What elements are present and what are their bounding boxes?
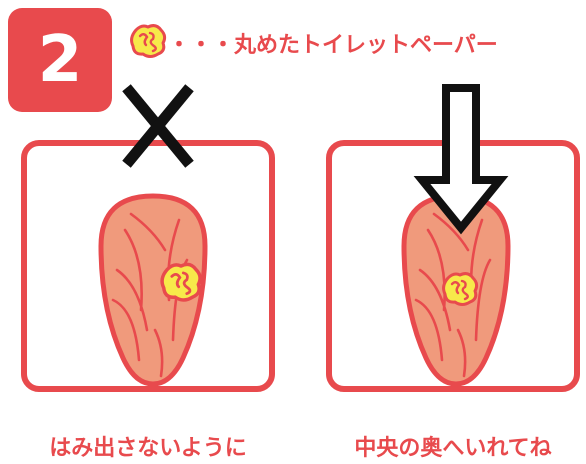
caption-right: 中央の奥へいれてね bbox=[318, 430, 586, 462]
step-badge: 2 bbox=[8, 8, 112, 112]
crumpled-paper-left bbox=[158, 258, 204, 304]
crumpled-paper-icon bbox=[128, 20, 168, 60]
legend-text: ・・・丸めたトイレットペーパー bbox=[168, 27, 498, 59]
cross-mark-icon bbox=[120, 84, 196, 168]
caption-left: はみ出さないように bbox=[13, 430, 283, 462]
crumpled-paper-right bbox=[440, 268, 480, 308]
step-number: 2 bbox=[8, 8, 112, 112]
arrow-down-icon bbox=[416, 84, 506, 234]
